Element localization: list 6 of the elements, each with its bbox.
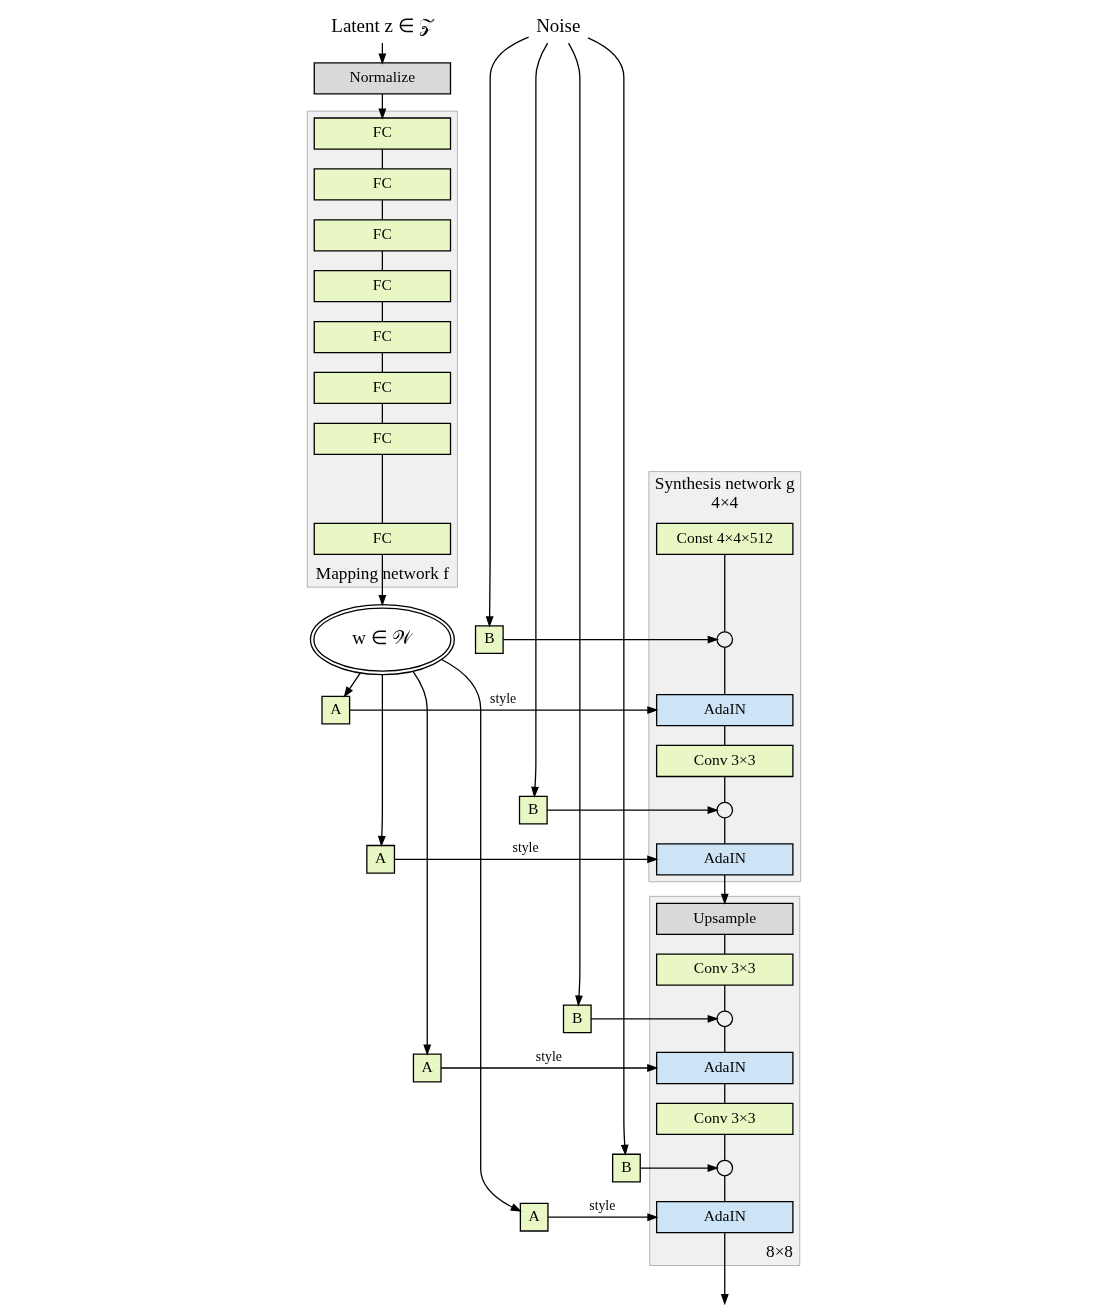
node-text: Latent z ∈ 𝒵 [330, 15, 433, 37]
edge-label: style [512, 840, 539, 856]
node-text: Noise [535, 15, 580, 37]
edge-label: style [489, 691, 516, 707]
edge-label: style [535, 1048, 562, 1064]
edge-label: style [588, 1198, 615, 1214]
